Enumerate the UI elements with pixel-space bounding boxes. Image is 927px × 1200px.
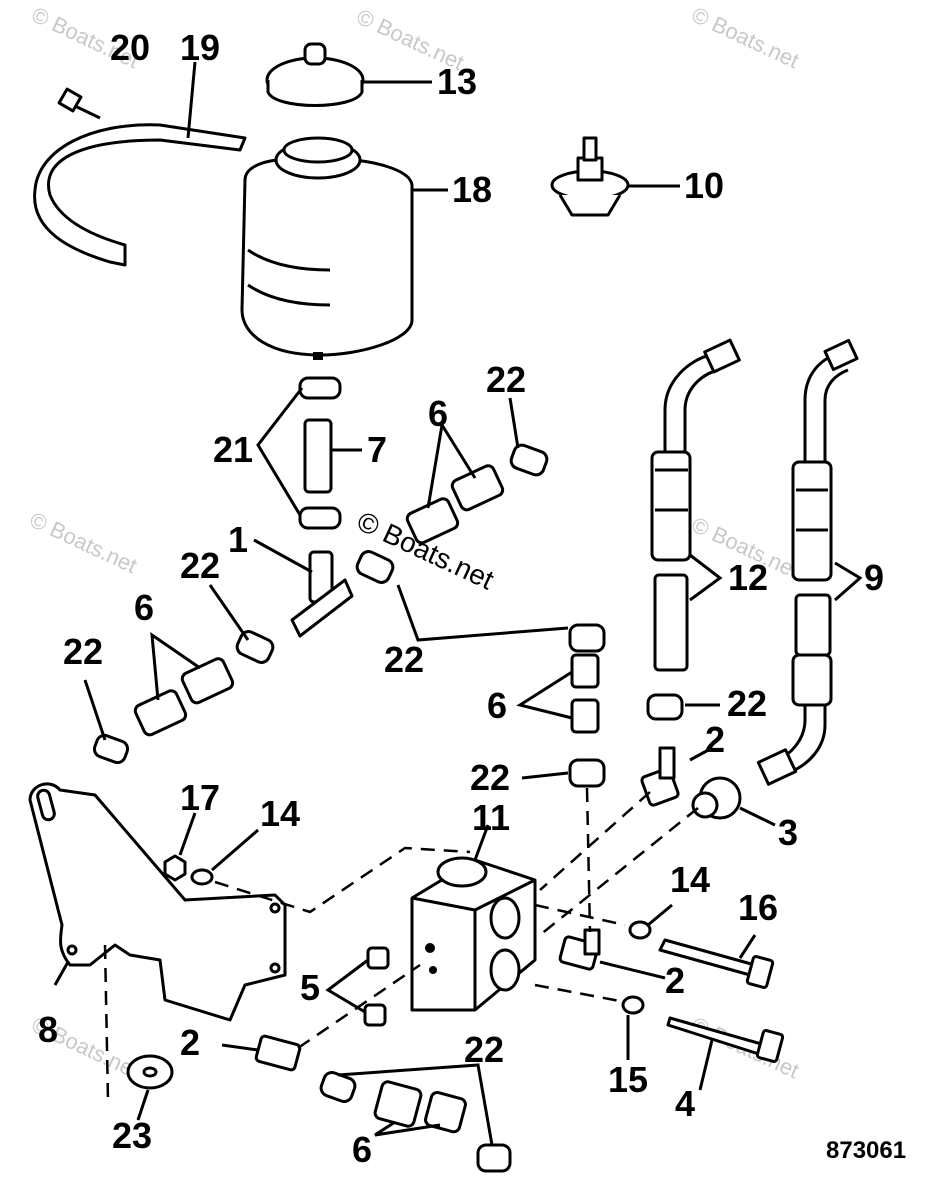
callout-20: 20 [110, 27, 150, 68]
callout-22b: 22 [180, 545, 220, 586]
watermark-3: © Boats.net [688, 2, 803, 73]
callout-9: 9 [864, 557, 884, 598]
callout-6d: 6 [352, 1129, 372, 1170]
callout-5: 5 [300, 967, 320, 1008]
callout-22a: 22 [486, 359, 526, 400]
callout-8: 8 [38, 1009, 58, 1050]
part-14-washer-right [628, 903, 673, 940]
callout-17: 17 [180, 777, 220, 818]
callout-22e: 22 [727, 683, 767, 724]
part-5-plugs [325, 946, 390, 1027]
part-3-fitting [691, 776, 776, 827]
callout-22g: 22 [464, 1029, 504, 1070]
part-21-7-clips-hose [256, 376, 362, 530]
part-6-sleeves-upper [405, 420, 505, 545]
callout-18: 18 [452, 169, 492, 210]
part-14-washer-left [190, 828, 259, 886]
part-22-clamps [83, 397, 720, 1173]
callout-22d: 22 [384, 639, 424, 680]
figure-number: 873061 [826, 1137, 906, 1164]
part-19-strap [33, 61, 247, 267]
callout-4: 4 [675, 1083, 695, 1124]
callout-14b: 14 [670, 859, 710, 900]
callout-21: 21 [213, 429, 253, 470]
part-13-cap [265, 42, 432, 107]
part-2-elbow-upper [640, 746, 713, 807]
callout-2a: 2 [705, 719, 725, 760]
part-10-vent [550, 136, 680, 217]
callout-23: 23 [112, 1115, 152, 1156]
callout-22c: 22 [63, 631, 103, 672]
part-6-sleeves-bottom [373, 1080, 467, 1137]
assembly-dash-lines [103, 787, 699, 1101]
callout-14a: 14 [260, 793, 300, 834]
part-2-elbow-right [558, 928, 666, 980]
callout-3: 3 [778, 812, 798, 853]
part-8-bracket [28, 782, 287, 1022]
callout-15: 15 [608, 1059, 648, 1100]
part-12-hose [650, 338, 741, 672]
part-17-nut [163, 812, 197, 882]
callout-6c: 6 [487, 685, 507, 726]
part-9-hose [756, 338, 863, 786]
part-15-washer [621, 995, 645, 1060]
part-2-elbow-left [221, 1034, 302, 1072]
callout-16: 16 [738, 887, 778, 928]
part-11-valve-block [410, 824, 537, 1012]
callout-19: 19 [180, 27, 220, 68]
callout-6b: 6 [134, 587, 154, 628]
part-23-grommet [126, 1054, 174, 1121]
callout-12: 12 [728, 557, 768, 598]
part-20-screw [57, 87, 101, 120]
callout-7: 7 [367, 429, 387, 470]
callout-labels: 20 19 13 18 10 22 6 21 7 1 22 6 22 22 12… [38, 27, 906, 1170]
callout-6a: 6 [428, 393, 448, 434]
part-16-bolt [658, 934, 775, 989]
watermark-4: © Boats.net [26, 507, 141, 578]
callout-10: 10 [684, 165, 724, 206]
part-6-sleeves-middle [516, 653, 600, 734]
callout-2c: 2 [180, 1022, 200, 1063]
part-4-screw [666, 1016, 785, 1091]
part-1-tee [253, 538, 354, 638]
callout-1: 1 [228, 519, 248, 560]
callout-22f: 22 [470, 757, 510, 798]
callout-13: 13 [437, 61, 477, 102]
callout-2b: 2 [665, 960, 685, 1001]
part-6-sleeves-left [133, 631, 235, 737]
part-18-reservoir [240, 136, 448, 360]
callout-11: 11 [472, 797, 510, 838]
